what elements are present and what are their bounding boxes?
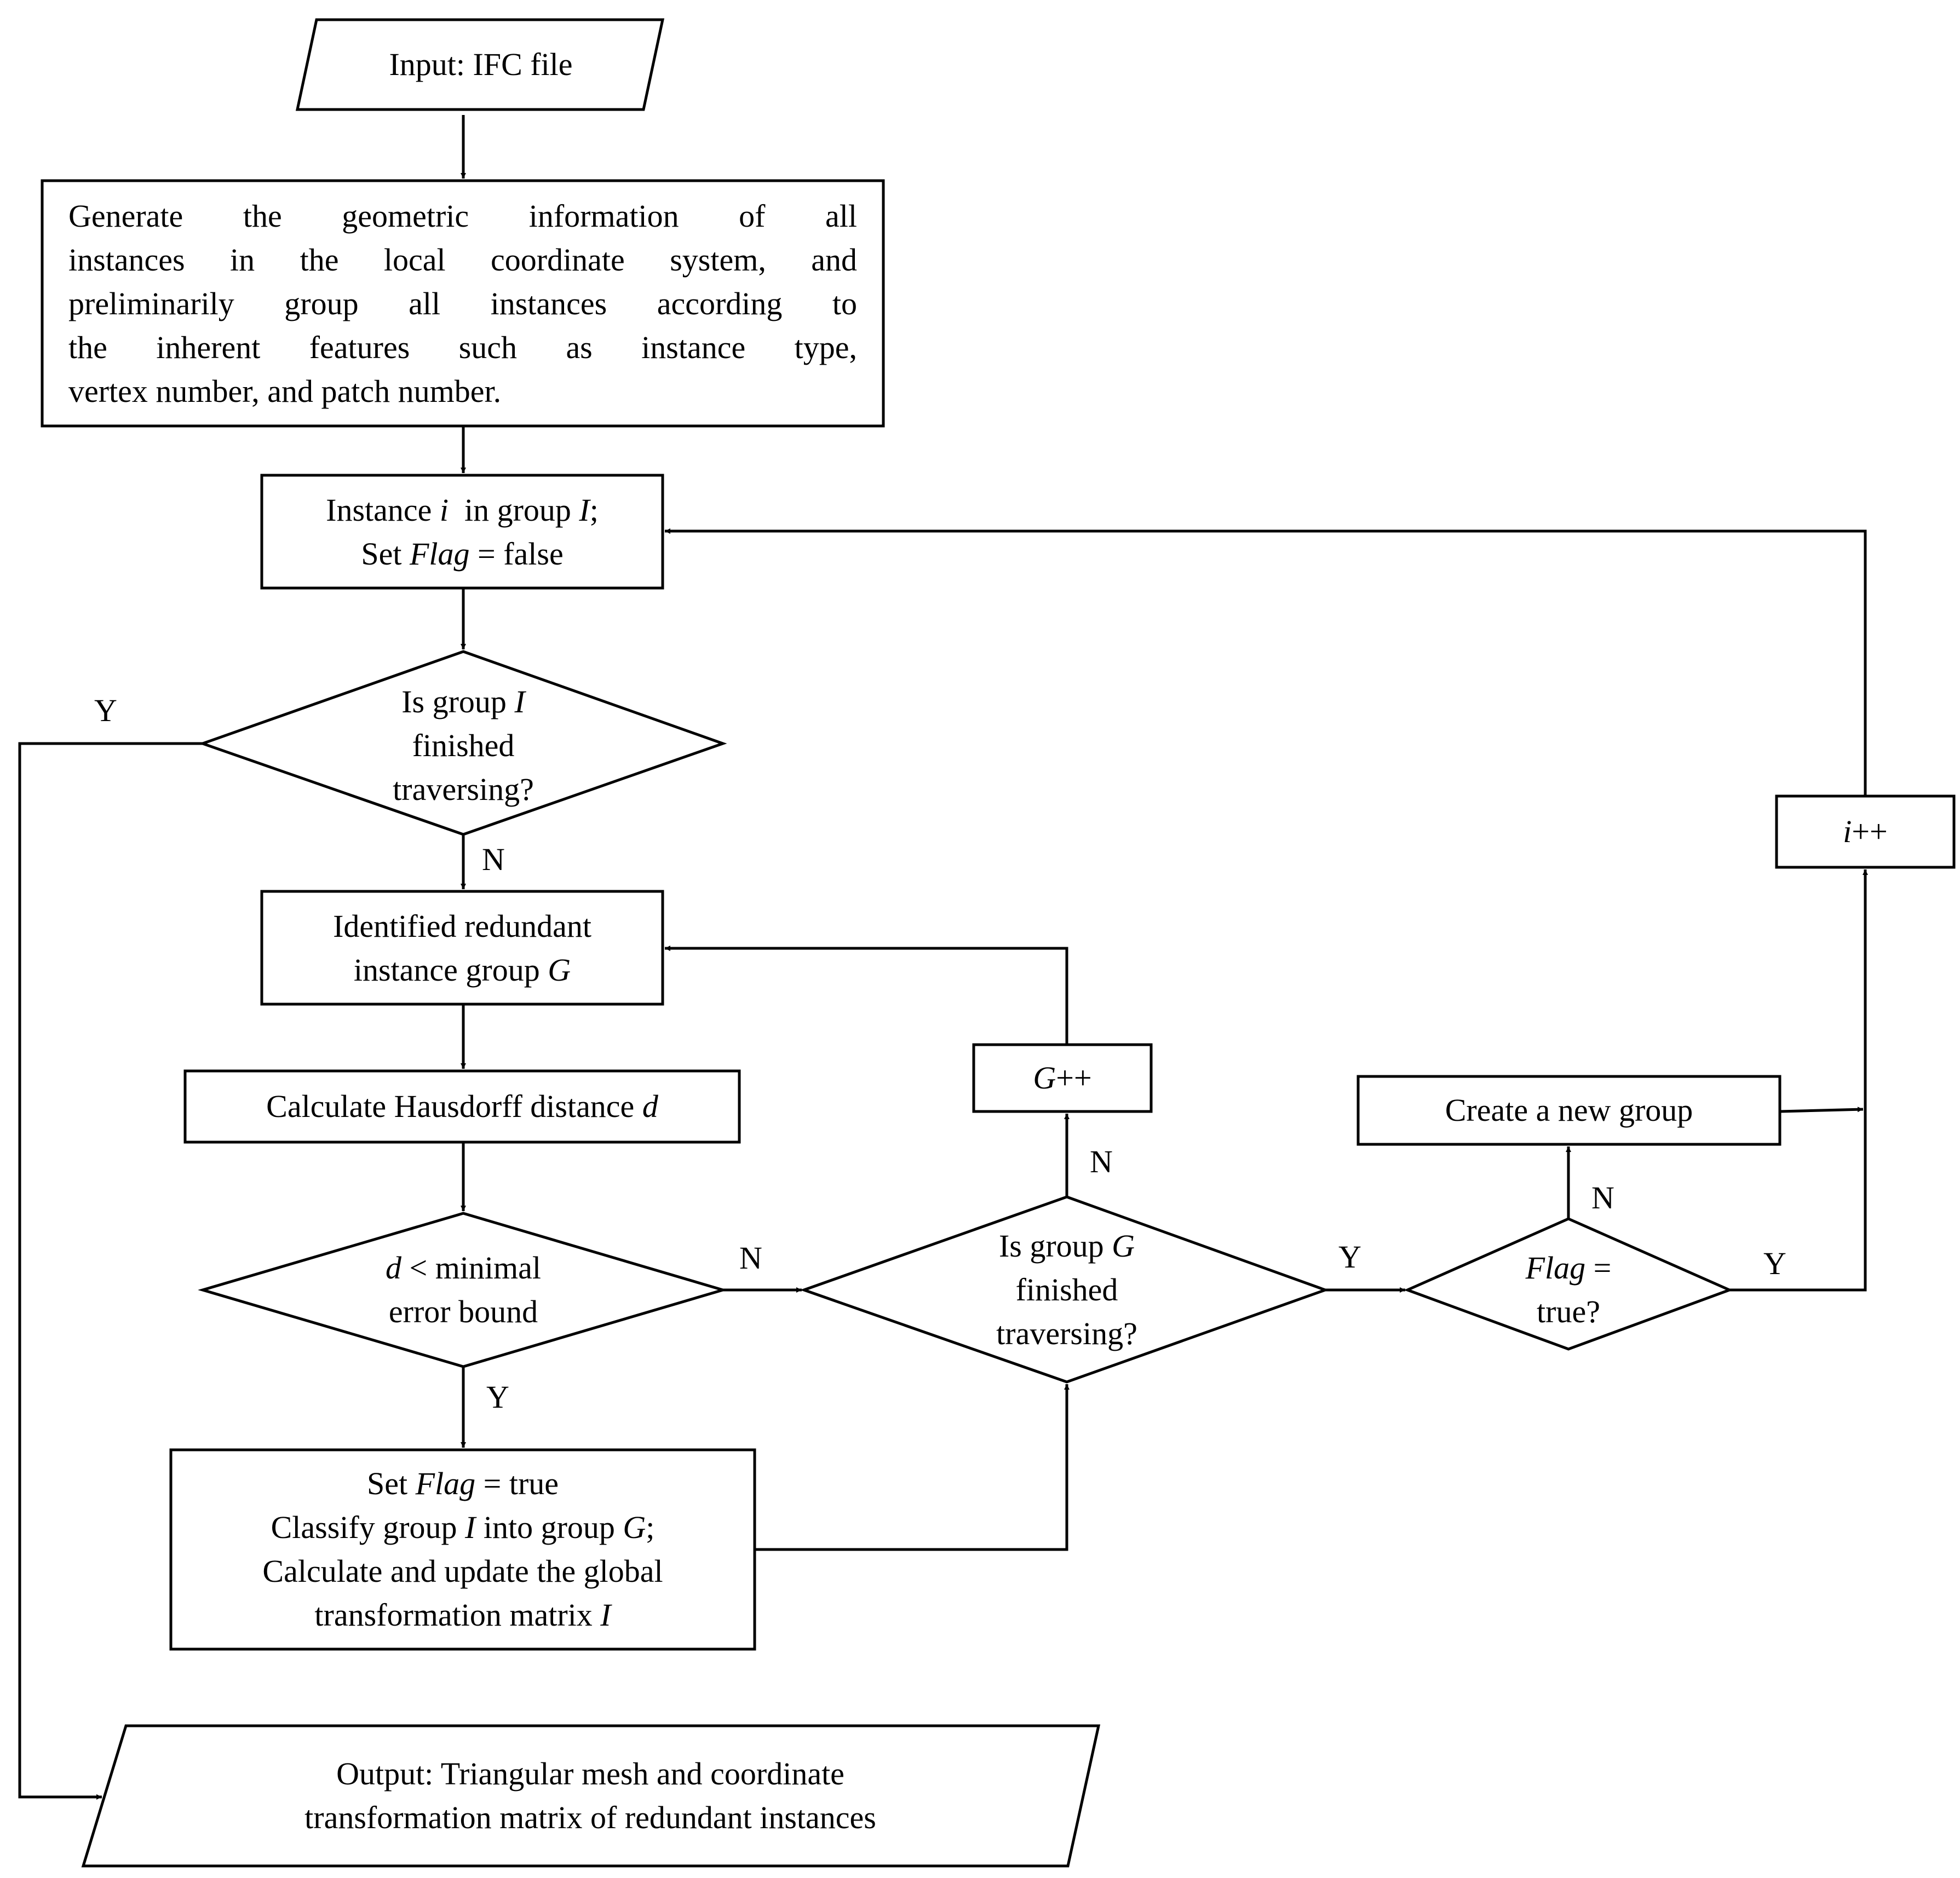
d-less-text: d < minimal error bound bbox=[385, 1250, 542, 1329]
g-pp-box bbox=[972, 1043, 1153, 1113]
instance-text: Instance i in group I; Set Flag = false bbox=[326, 492, 599, 572]
edge-label-y-d-less: Y bbox=[486, 1379, 509, 1415]
edge-label-n-g-pp: N bbox=[1090, 1144, 1113, 1179]
generate-line: vertex number, and patch number. bbox=[68, 373, 502, 409]
instance-box bbox=[260, 474, 664, 590]
edge-create-right bbox=[1779, 1107, 1864, 1113]
edge-setflag-groupg bbox=[755, 1384, 1070, 1551]
edge-label-n-create: N bbox=[1591, 1180, 1614, 1215]
generate-text: Generate the geometric information of al… bbox=[68, 194, 857, 413]
is-group-i-text: Is group I finished traversing? bbox=[393, 684, 534, 807]
generate-box bbox=[41, 179, 885, 428]
edge-label-y-flag: Y bbox=[1338, 1239, 1361, 1275]
i-pp-text: i++ bbox=[1843, 814, 1888, 849]
edge-label-y-i-pp: Y bbox=[1763, 1246, 1786, 1281]
flag-true-diamond bbox=[1404, 1217, 1733, 1351]
hausdorff-box bbox=[183, 1069, 741, 1144]
output-shape bbox=[81, 1724, 1101, 1868]
generate-line: the inherent features such as instance t… bbox=[68, 330, 857, 365]
edge-label-n-is-group-i: N bbox=[482, 842, 505, 877]
generate-line: instances in the local coordinate system… bbox=[68, 242, 857, 278]
identified-box bbox=[260, 890, 664, 1006]
identified-text: Identified redundant instance group G bbox=[333, 908, 591, 988]
d-less-diamond bbox=[198, 1212, 728, 1368]
edge-label-y-left: Y bbox=[94, 693, 117, 728]
is-group-g-text: Is group G finished traversing? bbox=[996, 1228, 1137, 1351]
edge-ipp-instance bbox=[665, 528, 1867, 796]
edge-y-left-output bbox=[18, 742, 203, 1800]
is-group-g-diamond bbox=[800, 1195, 1330, 1384]
output-text: Output: Triangular mesh and coordinate t… bbox=[304, 1756, 876, 1835]
edge-gpp-identified bbox=[665, 946, 1068, 1045]
generate-line: preliminarily group all instances accord… bbox=[68, 286, 857, 321]
create-group-text: Create a new group bbox=[1445, 1092, 1693, 1128]
input-shape bbox=[295, 18, 665, 111]
edge-flag-ipp bbox=[1729, 869, 1868, 1292]
is-group-i-diamond bbox=[198, 650, 727, 836]
edge-label-n-d-less: N bbox=[739, 1240, 762, 1276]
generate-line: Generate the geometric information of al… bbox=[68, 198, 857, 234]
g-pp-text: G++ bbox=[1033, 1060, 1092, 1096]
flag-true-text: Flag = true? bbox=[1525, 1250, 1612, 1329]
input-text: Input: IFC file bbox=[389, 47, 573, 82]
set-flag-text: Set Flag = true Classify group I into gr… bbox=[262, 1466, 663, 1633]
hausdorff-text: Calculate Hausdorff distance d bbox=[266, 1088, 658, 1124]
